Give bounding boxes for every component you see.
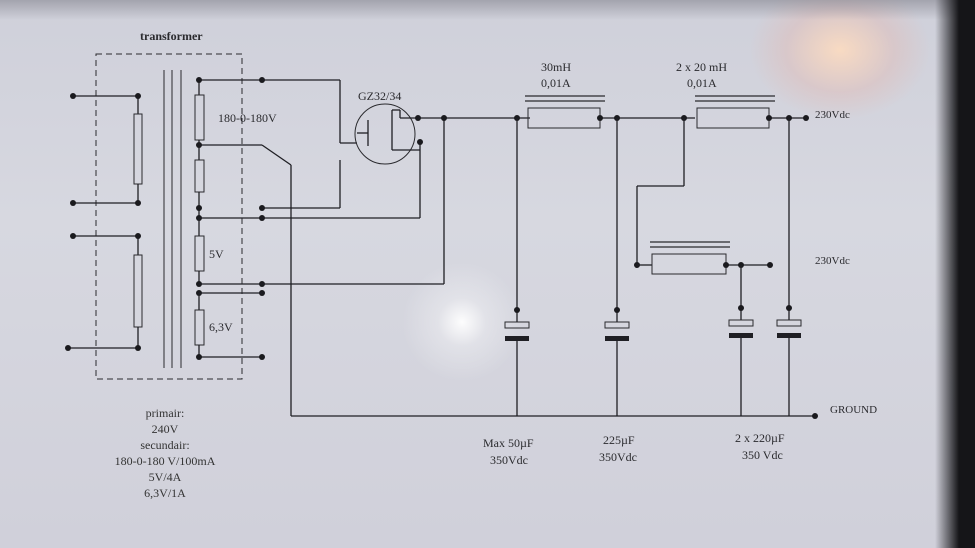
secondary-5v: 5V/4A	[148, 470, 182, 484]
cap1-voltage: 350Vdc	[490, 453, 528, 467]
capacitor-c3	[728, 319, 754, 327]
cap2-voltage: 350Vdc	[599, 450, 637, 464]
6v3-winding	[194, 309, 205, 346]
capacitor-c4	[776, 319, 802, 327]
6v3-winding-label: 6,3V	[209, 320, 233, 334]
cap3-voltage: 350 Vdc	[742, 448, 783, 462]
cap3-value: 2 x 220µF	[735, 431, 785, 445]
5v-winding	[194, 235, 205, 272]
primary-winding	[133, 113, 143, 185]
tube-label: GZ32/34	[358, 89, 401, 103]
choke2-inductance: 2 x 20 mH	[676, 60, 727, 74]
ground-label: GROUND	[830, 404, 877, 416]
primary-winding	[133, 254, 143, 328]
secondary-title: secundair:	[140, 438, 190, 452]
capacitor-c1	[504, 321, 530, 329]
capacitor-c2-plate	[605, 336, 629, 341]
primary-title: primair:	[145, 406, 185, 420]
output1-label: 230Vdc	[815, 109, 850, 121]
hv-winding-label: 180-0-180V	[218, 111, 277, 125]
choke-30mh	[527, 107, 601, 129]
hv-winding-upper	[194, 94, 205, 141]
capacitor-c4-plate	[777, 333, 801, 338]
capacitor-c2	[604, 321, 630, 329]
choke1-inductance: 30mH	[541, 60, 571, 74]
top-shadow	[0, 0, 975, 20]
transformer-box	[95, 53, 243, 380]
hv-winding-lower	[194, 159, 205, 193]
monitor-edge	[935, 0, 975, 548]
choke-2x20mh-upper	[696, 107, 770, 129]
cap1-value: Max 50µF	[483, 436, 534, 450]
primary-value: 240V	[151, 422, 179, 436]
choke1-current: 0,01A	[541, 76, 571, 90]
5v-winding-label: 5V	[209, 247, 224, 261]
secondary-hv: 180-0-180 V/100mA	[114, 454, 216, 468]
rectifier-tube	[354, 103, 416, 165]
cap2-value: 225µF	[603, 433, 635, 447]
transformer-title: transformer	[140, 29, 203, 43]
choke2-current: 0,01A	[687, 76, 717, 90]
choke-2x20mh-lower	[651, 253, 727, 275]
transformer-specs: primair: 240V secundair: 180-0-180 V/100…	[100, 405, 230, 501]
output2-label: 230Vdc	[815, 255, 850, 267]
secondary-63v: 6,3V/1A	[144, 486, 186, 500]
capacitor-c3-plate	[729, 333, 753, 338]
capacitor-c1-plate	[505, 336, 529, 341]
